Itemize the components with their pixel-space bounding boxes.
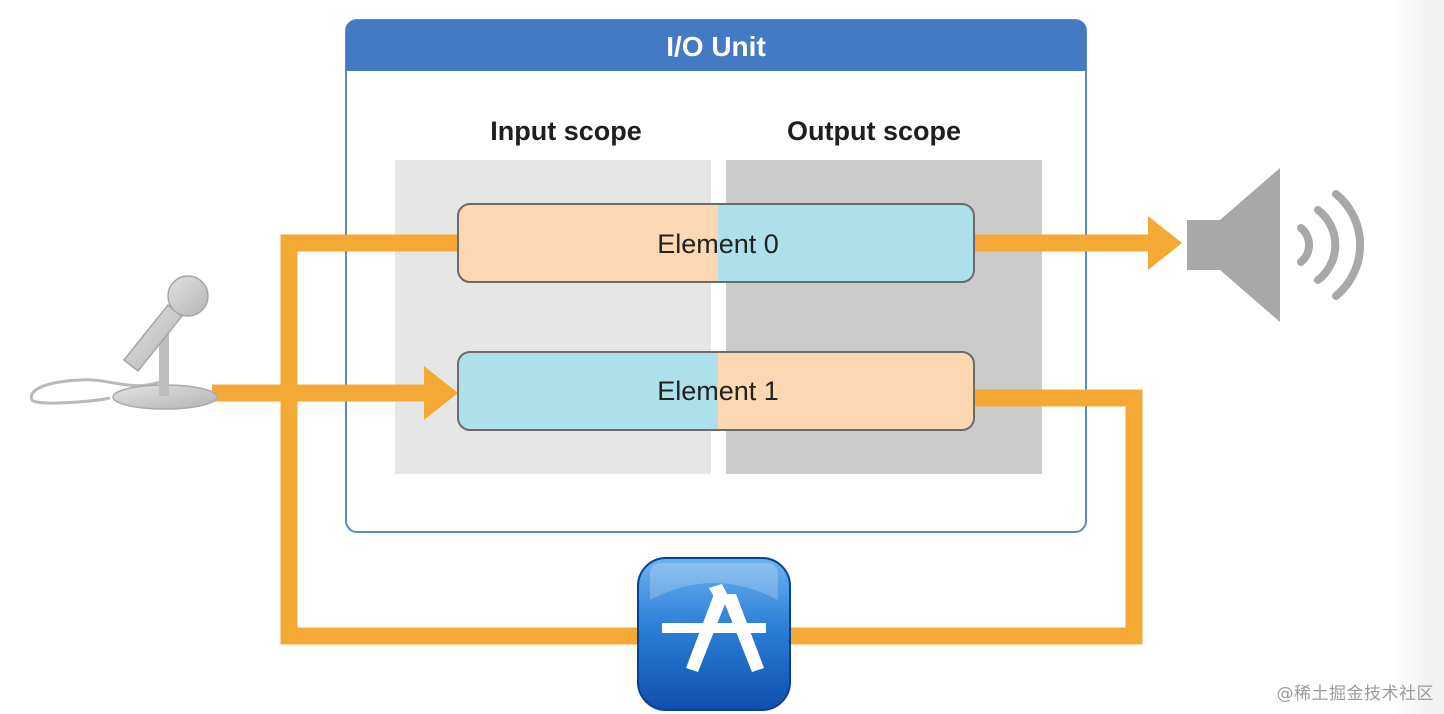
io-unit-title: I/O Unit [666,31,766,62]
signal-paths [212,234,1152,645]
element-0: Element 0 [457,203,975,283]
speaker-arrowhead [1148,216,1182,270]
watermark-text: @稀土掘金技术社区 [1276,684,1434,704]
output-scope-label: Output scope [787,116,961,146]
io-unit-header [346,20,1086,70]
element-0-label: Element 0 [657,229,779,259]
app-to-element-0-path [280,234,640,645]
element-1-to-app-path [790,389,1143,645]
mic-arrowhead [424,366,458,420]
element-1-label: Element 1 [657,376,779,406]
input-scope-label: Input scope [490,116,642,146]
microphone-icon [29,275,218,410]
element-1: Element 1 [457,351,975,431]
speaker-icon [1187,168,1365,322]
right-edge-fade [1392,0,1444,714]
app-store-icon [637,557,791,711]
